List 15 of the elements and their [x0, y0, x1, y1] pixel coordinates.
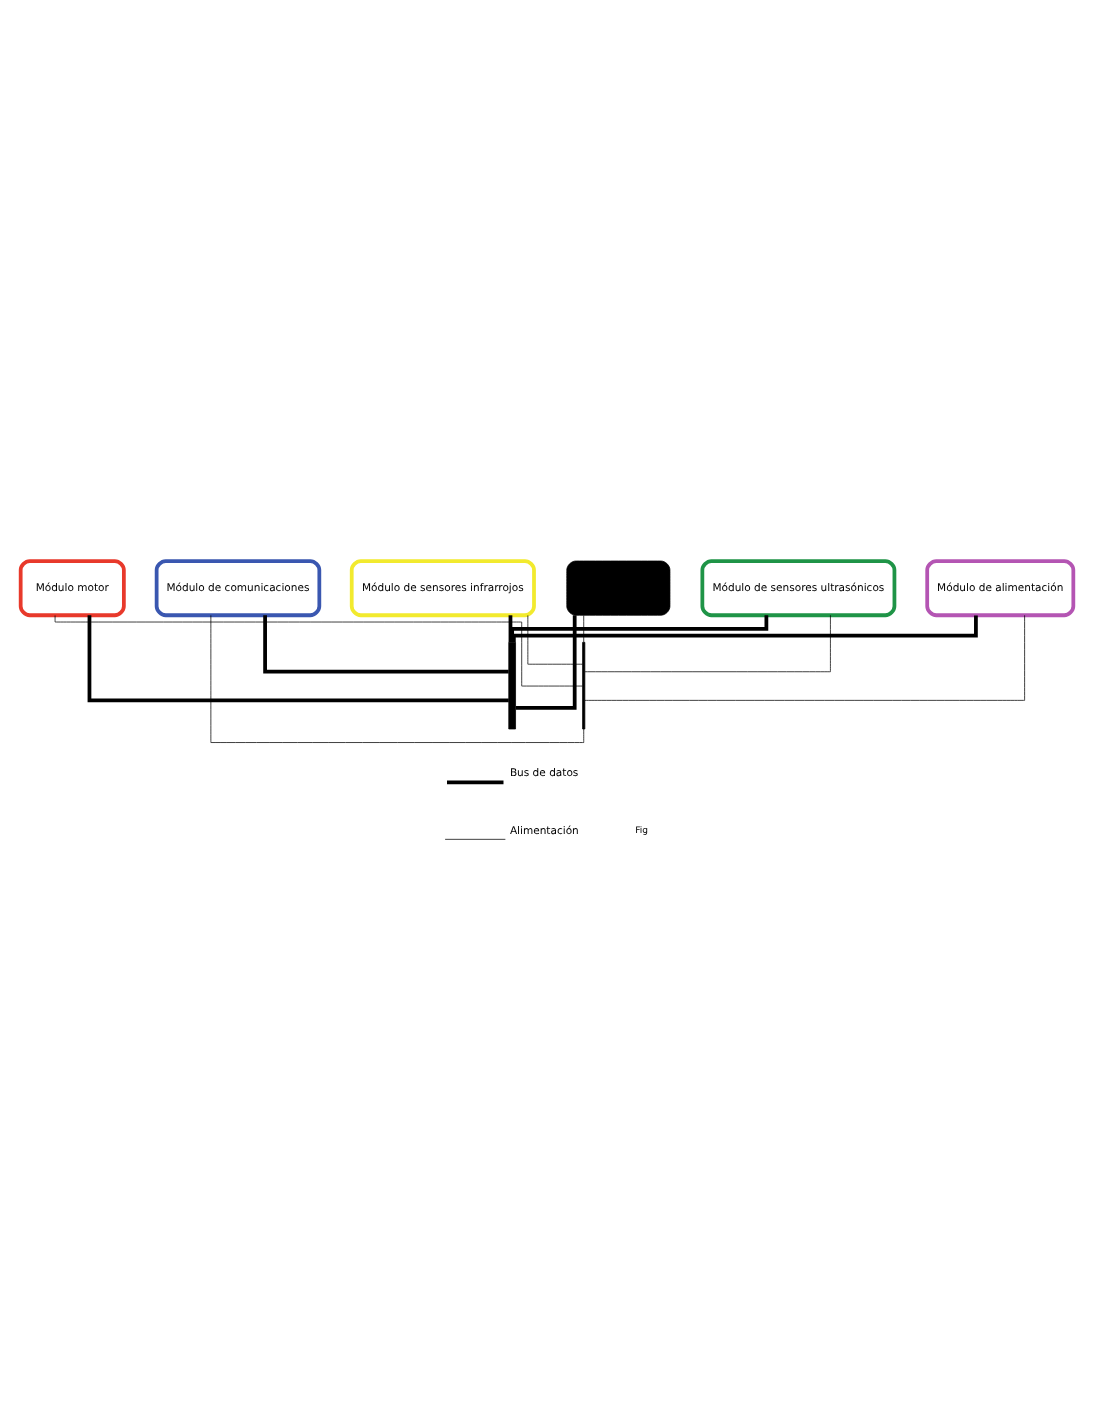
connector [510, 614, 769, 642]
connector [515, 614, 577, 709]
connector [583, 613, 585, 642]
connector [210, 614, 585, 742]
connector [508, 614, 513, 642]
connector [511, 614, 978, 642]
connector [87, 614, 509, 702]
node-box [566, 559, 671, 615]
connector [263, 614, 509, 673]
connector [584, 613, 1025, 700]
connector [54, 614, 583, 686]
connector [584, 613, 831, 672]
connector [527, 614, 583, 664]
node-bar [582, 641, 586, 729]
node-bar [508, 641, 516, 729]
